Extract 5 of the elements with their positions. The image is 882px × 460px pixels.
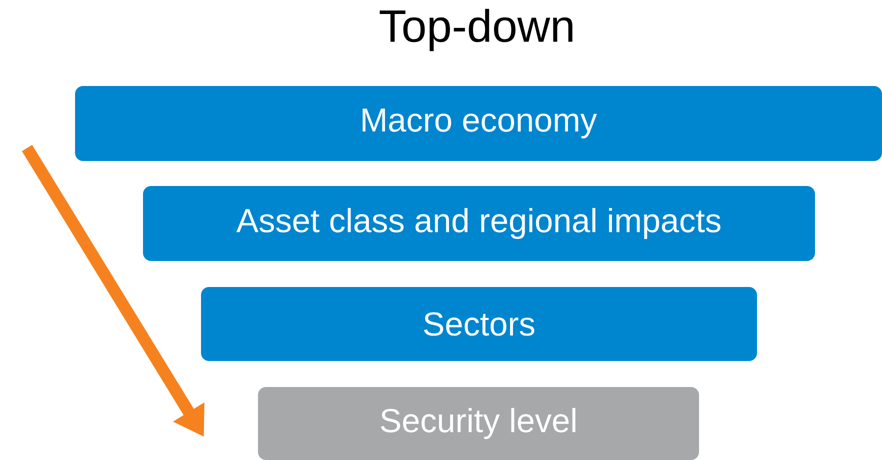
title: Top-down (380, 8, 572, 52)
level-box: Asset class and regional impacts (143, 186, 815, 261)
level-box: Sectors (201, 287, 757, 361)
level-box: Security level (258, 386, 700, 460)
level-box: Macro economy (75, 86, 882, 161)
